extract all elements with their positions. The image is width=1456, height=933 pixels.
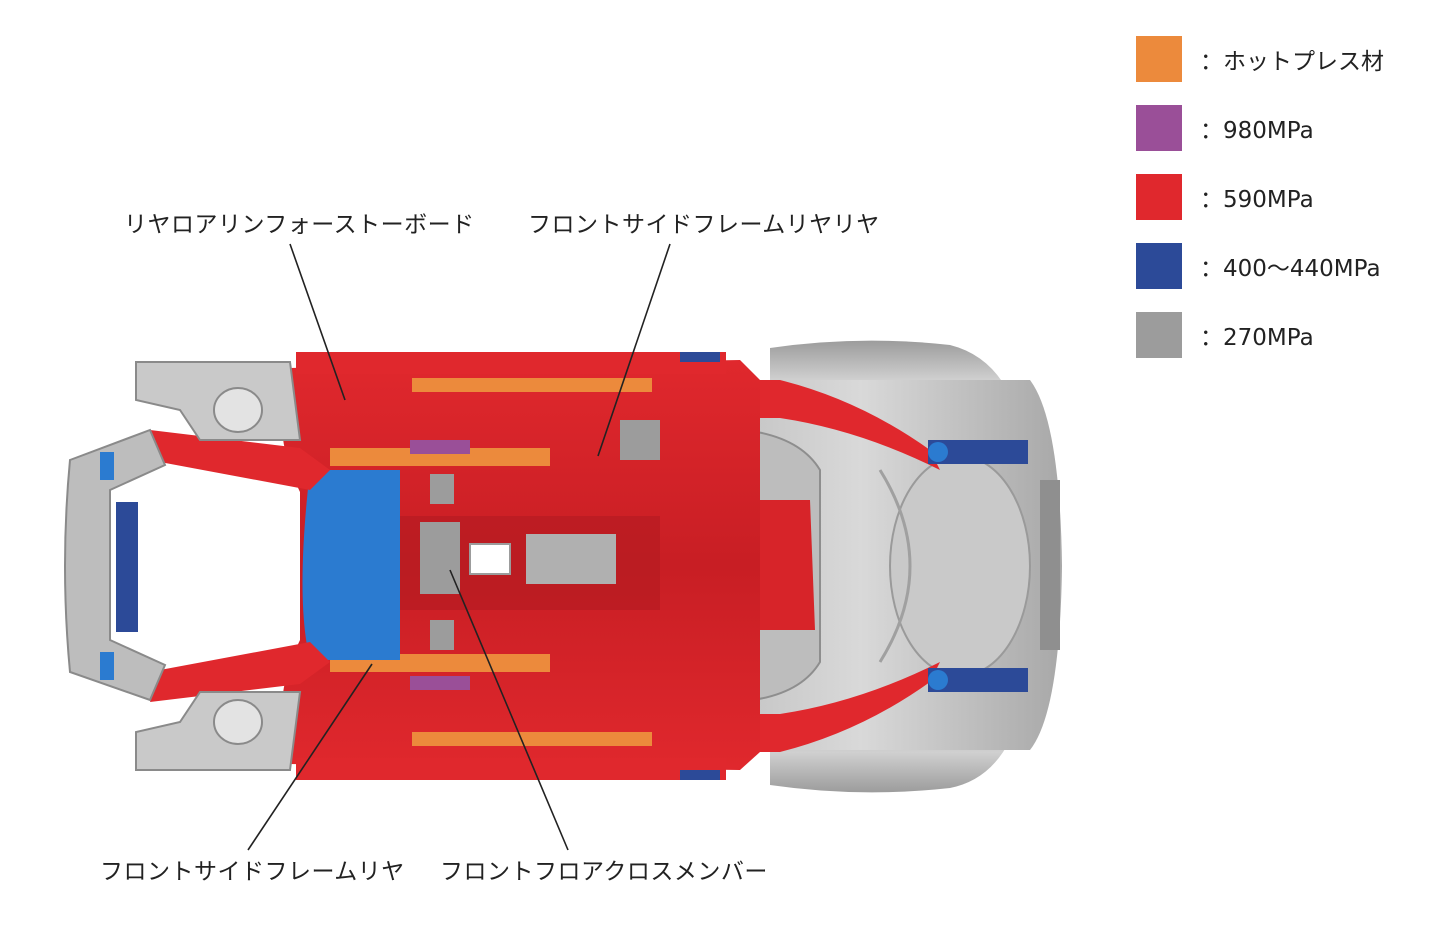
legend-label: ：980MPa [1200,118,1314,144]
legend-label: ：590MPa [1200,187,1314,213]
legend-label: ：ホットプレス材 [1200,49,1384,75]
callout-front-side-frame-rear-rear: フロントサイドフレームリヤリヤ [528,212,880,238]
rear-blue-brackets [928,440,1028,692]
legend-item-270mpa: ：270MPa [1136,312,1456,358]
legend-item-400-440mpa: ：400〜440MPa [1136,243,1456,289]
legend-label: ：270MPa [1200,325,1314,351]
legend-swatch [1136,36,1182,82]
legend-item-980mpa: ：980MPa [1136,105,1456,151]
legend-label: ：400〜440MPa [1200,256,1381,282]
callout-leaders [247,243,671,851]
callout-front-side-frame-rear: フロントサイドフレームリヤ [100,859,405,885]
legend-item-hot-press: ：ホットプレス材 [1136,36,1456,82]
callout-front-floor-cross-member: フロントフロアクロスメンバー [440,859,768,885]
legend-swatch [1136,105,1182,151]
legend-swatch [1136,243,1182,289]
front-structure [64,352,726,780]
legend-swatch [1136,312,1182,358]
legend-item-590mpa: ：590MPa [1136,174,1456,220]
callout-rear-lower-reinforcement: リヤロアリンフォーストーボード [124,212,475,238]
legend-swatch [1136,174,1182,220]
front-floor [281,360,760,770]
